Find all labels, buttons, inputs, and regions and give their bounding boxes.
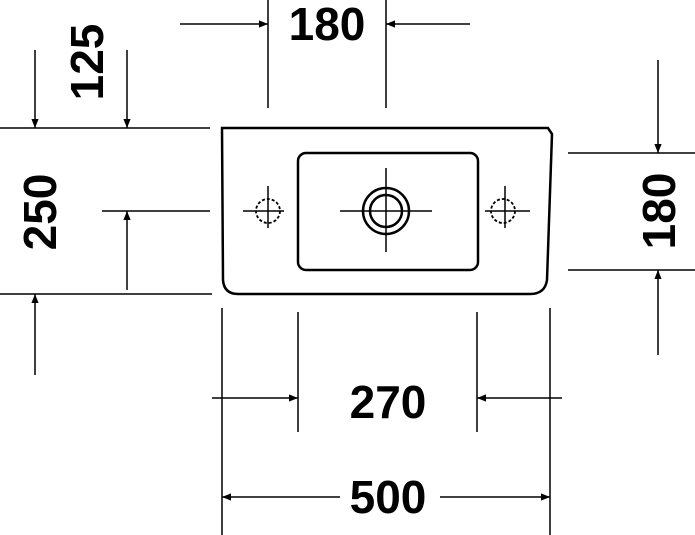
tap-hole-right-icon xyxy=(485,186,530,228)
tap-hole-left-icon xyxy=(243,186,284,228)
dimension-label-top-width: 180 xyxy=(289,0,366,50)
sink-basin xyxy=(296,151,480,272)
dimension-left-height-250: 250 xyxy=(0,174,212,375)
dimension-label-bottom-inner: 270 xyxy=(350,376,427,428)
dimension-label-right-height: 180 xyxy=(633,173,685,250)
drain-icon xyxy=(340,168,432,252)
dimension-bottom-inner-270: 270 xyxy=(212,312,562,432)
dimension-top-180: 180 xyxy=(180,0,470,108)
dimension-label-bottom-overall: 500 xyxy=(350,471,427,523)
dimension-right-height-180: 180 xyxy=(568,60,695,355)
sink-outer-outline xyxy=(220,126,554,296)
dimension-left-offset-125: 125 xyxy=(0,24,210,129)
dimension-bottom-overall-500: 500 xyxy=(221,308,551,535)
dimension-label-left-offset: 125 xyxy=(61,24,113,101)
dimension-label-left-height: 250 xyxy=(14,174,66,251)
sink-outline xyxy=(220,126,554,296)
